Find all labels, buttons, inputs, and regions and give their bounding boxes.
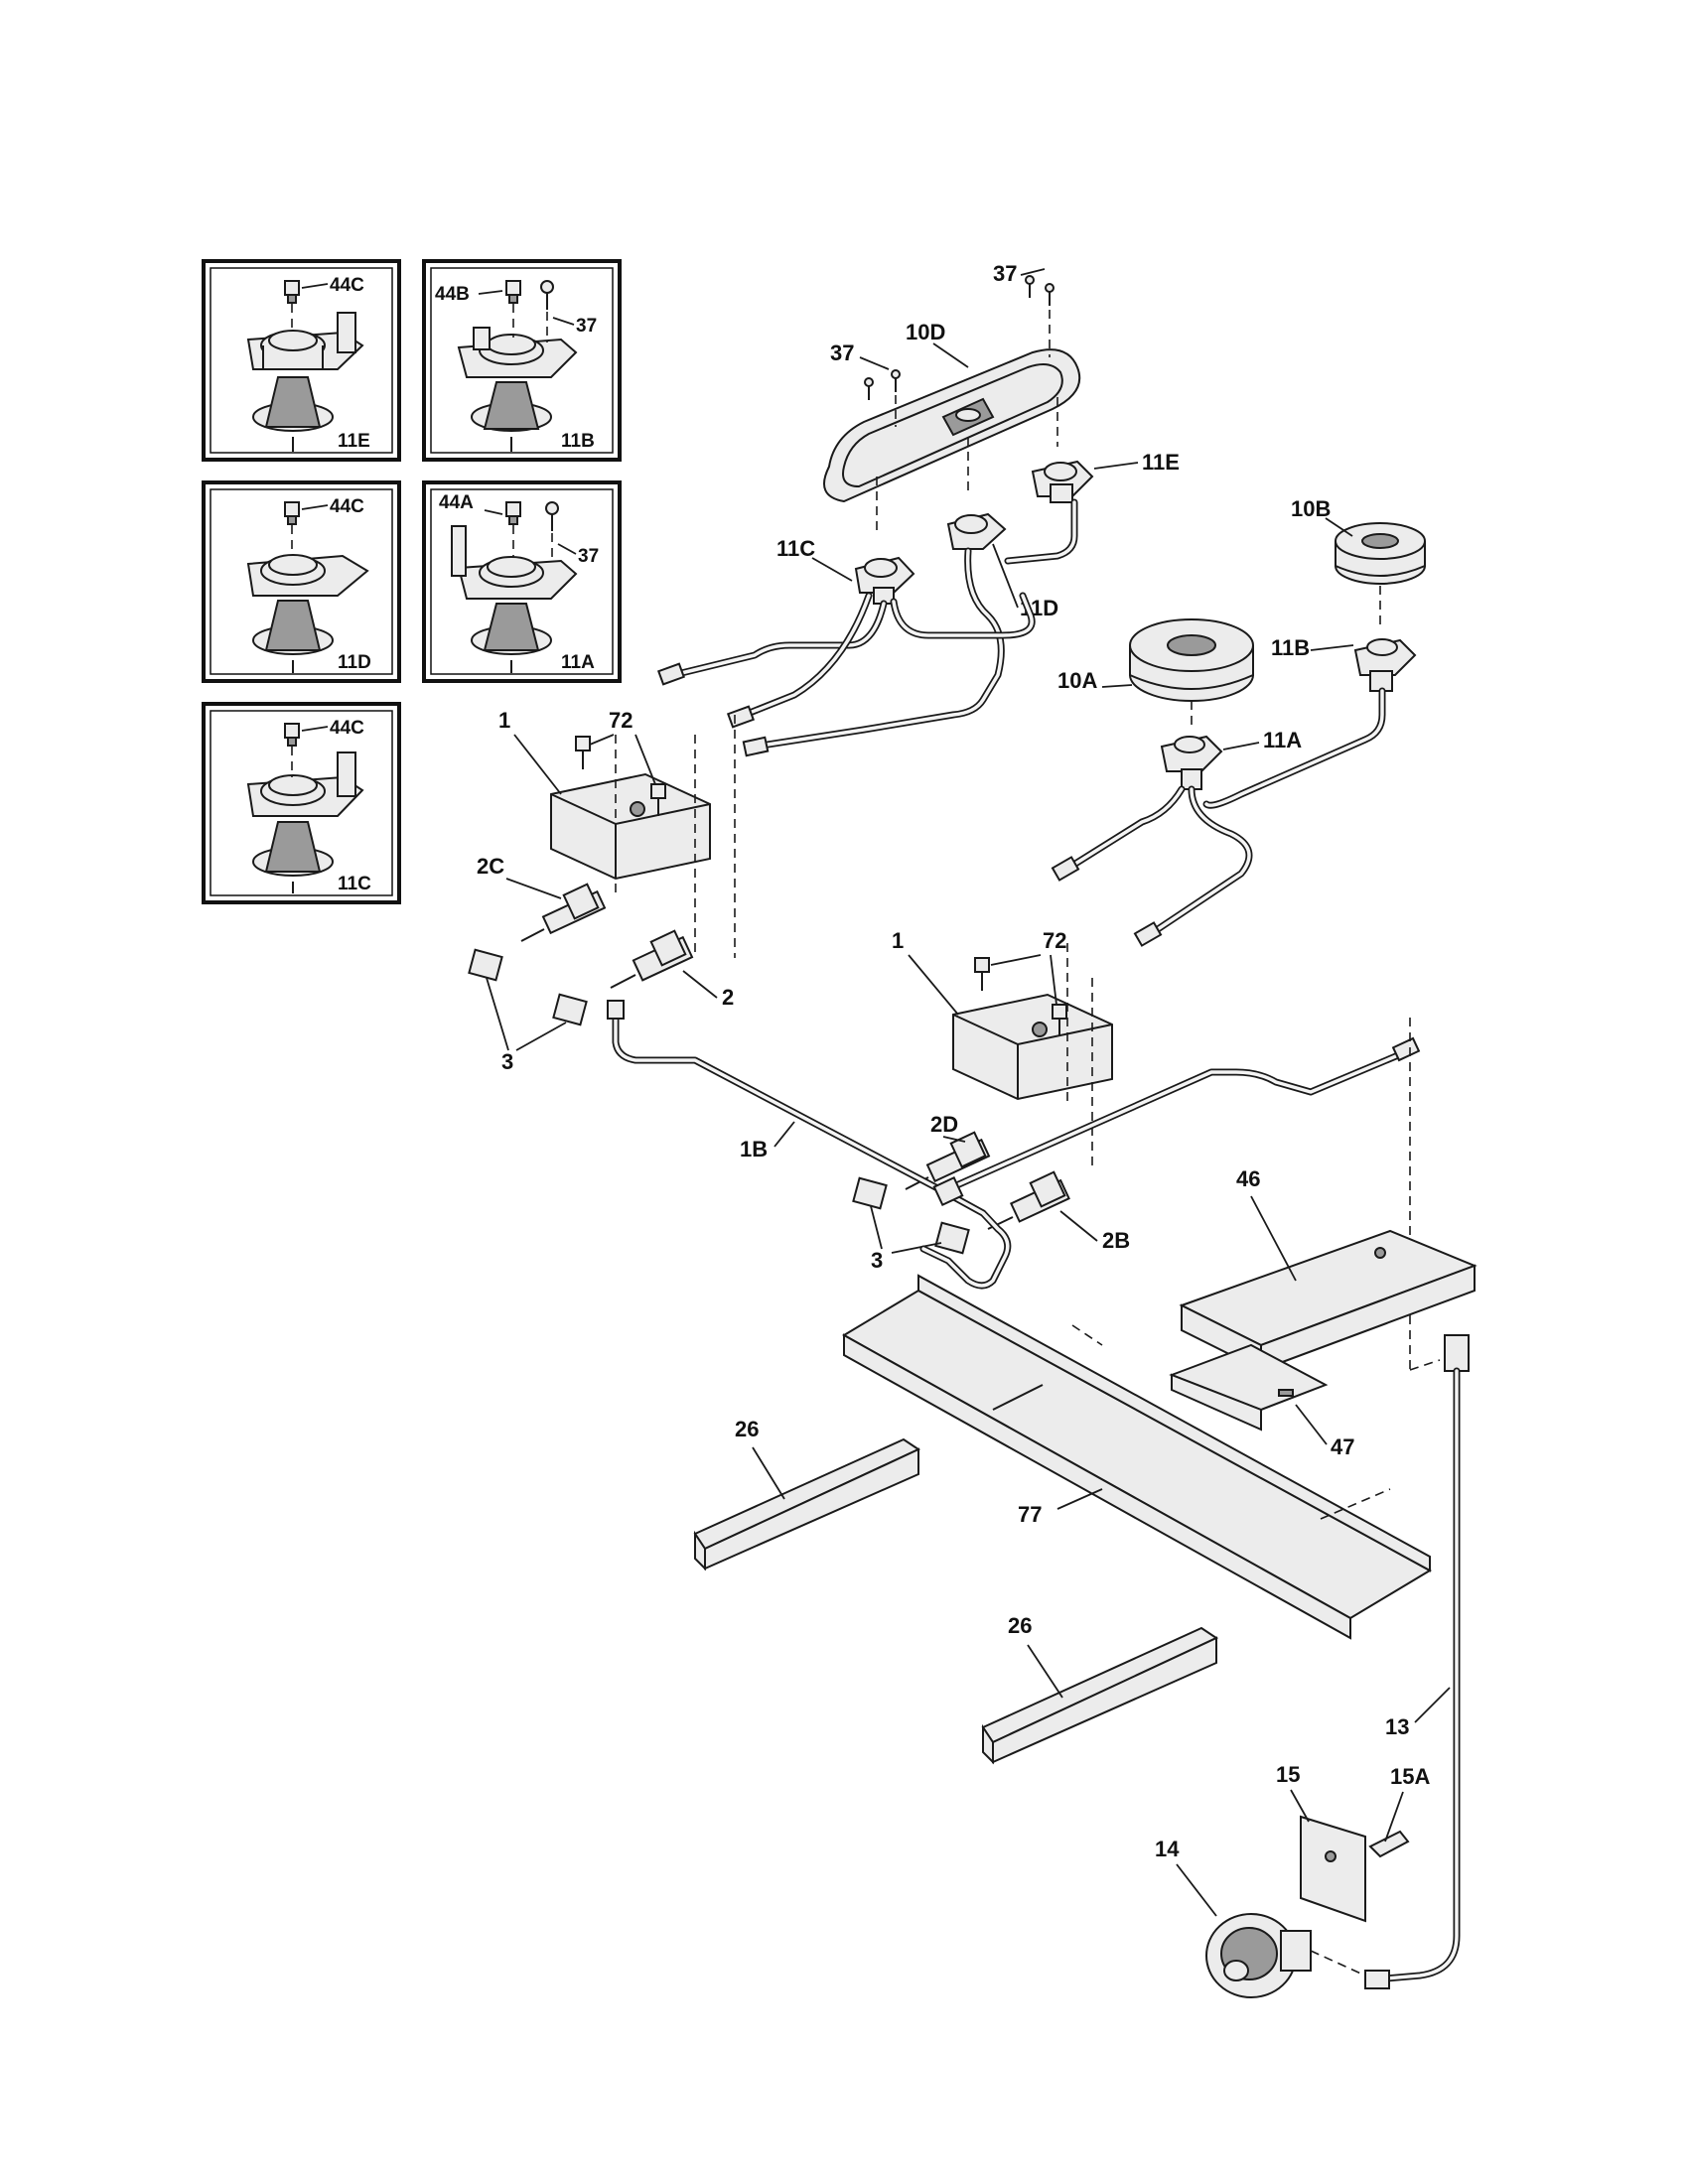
screw-44a [505,501,521,558]
inset-extra-label: 37 [576,316,597,337]
support-26-right [981,1626,1219,1765]
screws-37-top [864,275,1055,427]
burner-cap-10b [1335,522,1426,585]
label-10a: 10A [1057,668,1097,693]
label-37-left: 37 [830,341,854,365]
valve-head-11b [1353,638,1417,692]
valve-2 [610,929,694,989]
inset-11e: 44C 11E [202,259,401,462]
burner-cap-10a [1129,618,1254,702]
bracket-1-left [550,772,711,881]
label-2: 2 [722,985,734,1010]
inset-screw-label: 44C [330,275,364,296]
inset-extra-label: 37 [578,546,599,567]
screw-44c-e [284,280,300,333]
label-3-left: 3 [501,1049,513,1074]
screw-37-a [545,501,559,562]
label-11c: 11C [776,536,815,561]
label-1-left: 1 [498,708,510,733]
screw-44c-c [284,723,300,777]
inset-id-label: 11D [338,652,371,673]
gas-tubes-right [1063,687,1386,937]
label-2c: 2C [477,854,504,879]
inset-id-label: 11B [561,431,595,452]
pressure-regulator-14 [1205,1913,1312,1998]
bezels-3-left [468,948,588,1026]
screw-44b [505,280,521,338]
valve-head-11e [1031,460,1094,503]
oval-burner-10d [823,348,1081,503]
tube-fittings-right [1051,856,1163,947]
frame-77 [842,1274,1433,1640]
label-37-top: 37 [993,261,1017,286]
inset-11a: 44A 37 11A [422,480,622,683]
label-10d: 10D [906,320,945,344]
label-1b: 1B [740,1137,768,1161]
shield-46 [1179,1229,1477,1372]
label-72-right: 72 [1043,928,1066,953]
label-2d: 2D [930,1112,958,1137]
label-26-left: 26 [735,1417,759,1441]
shield-47 [1169,1343,1329,1432]
label-15a: 15A [1390,1764,1430,1789]
label-1-right: 1 [892,928,904,953]
valve-head-11d [946,512,1007,550]
label-47: 47 [1331,1434,1354,1459]
inset-11d: 44C 11D [202,480,401,683]
burner-head-11b [457,327,578,452]
clip-15a [1368,1830,1410,1858]
label-3-right: 3 [871,1248,883,1273]
label-14: 14 [1155,1837,1180,1861]
inset-id-label: 11A [561,652,595,673]
inset-screw-label: 44B [435,284,470,305]
burner-head-11d [246,554,369,673]
label-72-left: 72 [609,708,633,733]
inset-screw-label: 44C [330,496,364,517]
bracket-1-right [952,993,1113,1101]
label-13: 13 [1385,1714,1409,1739]
bezels-3-right [852,1176,970,1255]
inset-id-label: 11E [338,431,370,452]
burner-head-11a [451,525,578,673]
bracket-15 [1300,1815,1366,1923]
inset-id-label: 11C [338,874,371,894]
valve-2c [520,883,607,942]
label-77: 77 [1018,1502,1042,1527]
label-15: 15 [1276,1762,1300,1787]
label-10b: 10B [1291,496,1331,521]
inset-screw-label: 44A [439,492,474,513]
screw-44c-d [284,501,300,556]
manifold-tube-1b [607,1000,1421,1290]
label-11a: 11A [1263,728,1302,752]
gas-tubes-upper [669,498,1078,751]
inset-screw-label: 44C [330,718,364,739]
cable-13 [1364,1334,1470,1989]
valve-head-11a [1160,735,1223,790]
screws-72-left [575,736,666,816]
label-11b: 11B [1271,635,1310,660]
label-11e: 11E [1142,450,1180,475]
label-46: 46 [1236,1166,1260,1191]
label-26-right: 26 [1008,1613,1032,1638]
inset-11c: 44C 11C [202,702,401,904]
valve-head-11c [854,556,915,605]
label-2b: 2B [1102,1228,1130,1253]
burner-head-11e [246,312,364,452]
support-26-left [693,1437,921,1571]
screw-37-b [540,280,554,342]
burner-head-11c [246,751,364,893]
inset-11b: 44B 37 11B [422,259,622,462]
valve-2b [987,1170,1070,1230]
screws-72-right [974,957,1067,1036]
